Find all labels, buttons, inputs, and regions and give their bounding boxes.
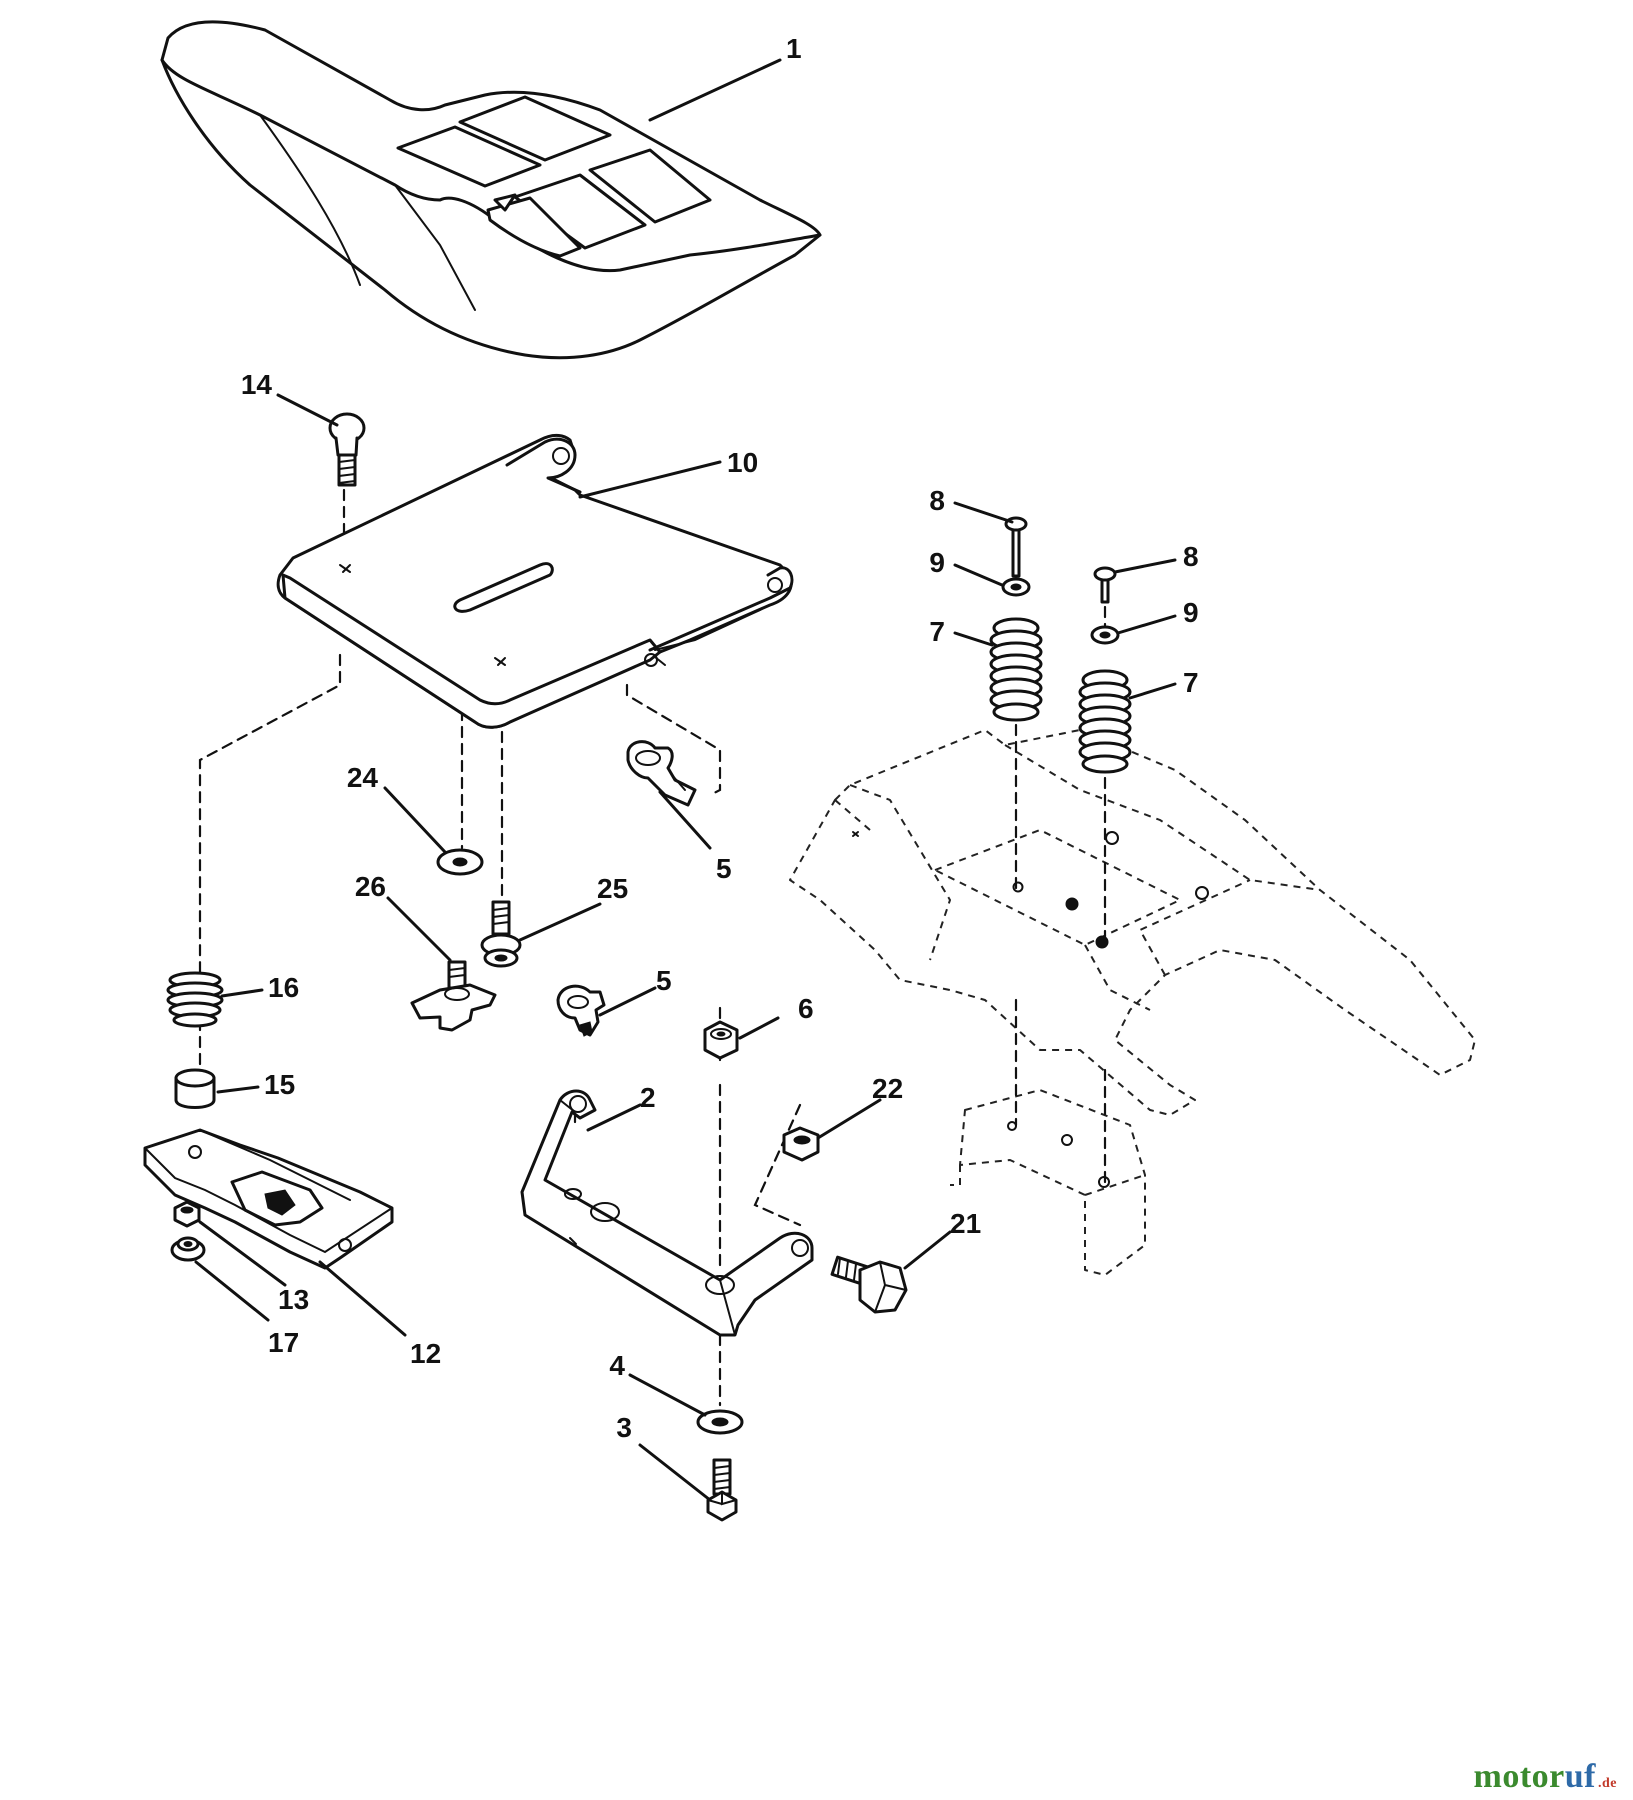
clip-part-5-upper — [626, 740, 697, 807]
seat-part-1 — [160, 20, 822, 360]
callout-25: 25 — [597, 873, 628, 904]
callout-5-lower: 5 — [656, 965, 672, 996]
hex-bolt-part-3 — [706, 1458, 738, 1522]
callout-4: 4 — [609, 1350, 625, 1381]
callout-7-right: 7 — [1183, 667, 1199, 698]
leader-lines — [194, 58, 1177, 1502]
callout-16: 16 — [268, 972, 299, 1003]
washer-part-9-left — [1001, 577, 1031, 597]
callout-10: 10 — [727, 447, 758, 478]
callout-7-left: 7 — [929, 616, 945, 647]
bolt-part-25 — [480, 900, 522, 968]
washer-nut-part-17 — [170, 1236, 206, 1262]
washer-part-9-right — [1090, 625, 1120, 645]
washer-part-4 — [696, 1409, 744, 1435]
motoruf-watermark-logo: motoruf.de — [1474, 1758, 1617, 1796]
callout-15: 15 — [264, 1069, 295, 1100]
bracket-part-2 — [520, 1089, 814, 1337]
callout-8-left: 8 — [929, 485, 945, 516]
watermark-de-text: .de — [1598, 1776, 1617, 1791]
watermark-motor-text: motor — [1473, 1758, 1565, 1795]
callout-22: 22 — [872, 1073, 903, 1104]
spring-part-16 — [166, 971, 224, 1028]
callout-21: 21 — [950, 1208, 981, 1239]
carriage-bolt-part-14 — [328, 412, 366, 487]
callout-5-upper: 5 — [716, 853, 732, 884]
callout-9-right: 9 — [1183, 597, 1199, 628]
callout-8-right: 8 — [1183, 541, 1199, 572]
spring-part-7-left — [989, 617, 1043, 722]
knob-part-26 — [410, 960, 497, 1032]
bushing-part-15 — [174, 1068, 216, 1109]
watermark-uf-text: uf — [1564, 1758, 1596, 1795]
lock-nut-part-6 — [703, 1020, 739, 1060]
nut-part-22 — [782, 1126, 820, 1162]
callout-1: 1 — [786, 33, 802, 64]
callout-3: 3 — [616, 1412, 632, 1443]
callout-26: 26 — [355, 871, 386, 902]
clip-part-5-lower — [556, 984, 606, 1037]
callout-9-left: 9 — [929, 547, 945, 578]
callout-14: 14 — [241, 369, 273, 400]
seat-pan-part-10 — [276, 433, 794, 729]
callout-17: 17 — [268, 1327, 299, 1358]
callout-2: 2 — [640, 1082, 656, 1113]
plate-part-12 — [143, 1128, 394, 1270]
spring-part-7-right — [1078, 669, 1132, 774]
callout-13: 13 — [278, 1284, 309, 1315]
callout-24: 24 — [347, 762, 379, 793]
callout-6: 6 — [798, 993, 814, 1024]
nut-part-13 — [173, 1200, 201, 1228]
bolt-part-8-left — [1004, 516, 1028, 578]
callout-labels: 1 14 10 8 9 7 8 9 7 24 5 26 25 16 5 6 15… — [241, 33, 1199, 1443]
shoulder-bolt-part-21 — [830, 1255, 908, 1314]
fender-outline — [789, 729, 1476, 1276]
washer-part-24 — [436, 848, 484, 876]
callout-12: 12 — [410, 1338, 441, 1369]
bolt-part-8-right — [1093, 566, 1117, 604]
